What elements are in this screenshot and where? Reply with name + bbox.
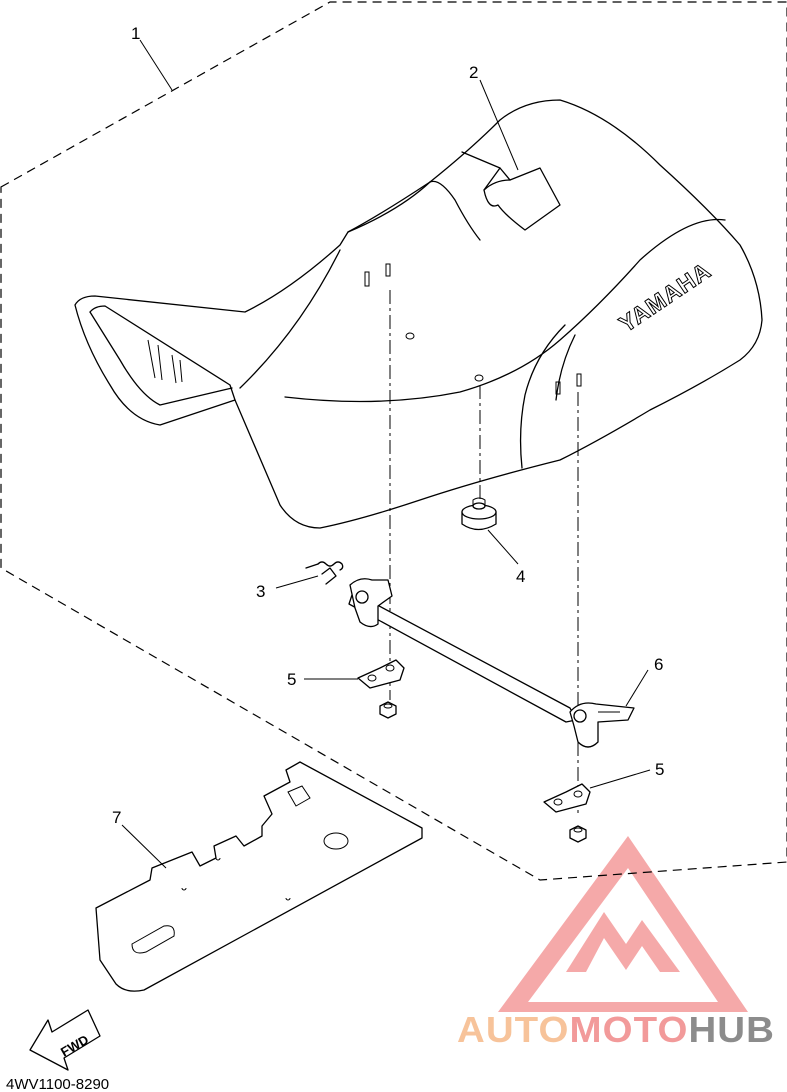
center-lines (389, 290, 579, 815)
callout-5-upper: 5 (287, 670, 296, 689)
callout-4: 4 (516, 567, 525, 586)
seat-lock-rod (348, 578, 635, 748)
tray-plate (95, 761, 423, 992)
diagram-code: 4WV1100-8290 (6, 1076, 109, 1092)
callout-7: 7 (112, 808, 121, 827)
leader-lines (121, 39, 651, 869)
callout-5-lower: 5 (655, 760, 664, 779)
seat-assembly: YAMAHA (74, 99, 763, 529)
watermark-hub: HUB (688, 1009, 775, 1050)
watermark-auto: AUTO (457, 1009, 570, 1050)
callout-3: 3 (256, 582, 265, 601)
spring-part (305, 561, 344, 585)
bracket-lower (543, 783, 591, 843)
assembly-boundary (0, 1, 787, 881)
watermark-logo (498, 836, 748, 1012)
callout-1: 1 (131, 24, 140, 43)
strap (483, 167, 561, 231)
callout-numbers: 1 2 3 4 5 6 5 7 (112, 24, 664, 827)
watermark-moto: MOTO (570, 1009, 689, 1050)
bracket-upper (357, 659, 405, 719)
damper-part (461, 497, 497, 531)
fwd-arrow-icon: FWD (29, 1009, 101, 1071)
callout-2: 2 (469, 63, 478, 82)
callout-6: 6 (654, 655, 663, 674)
